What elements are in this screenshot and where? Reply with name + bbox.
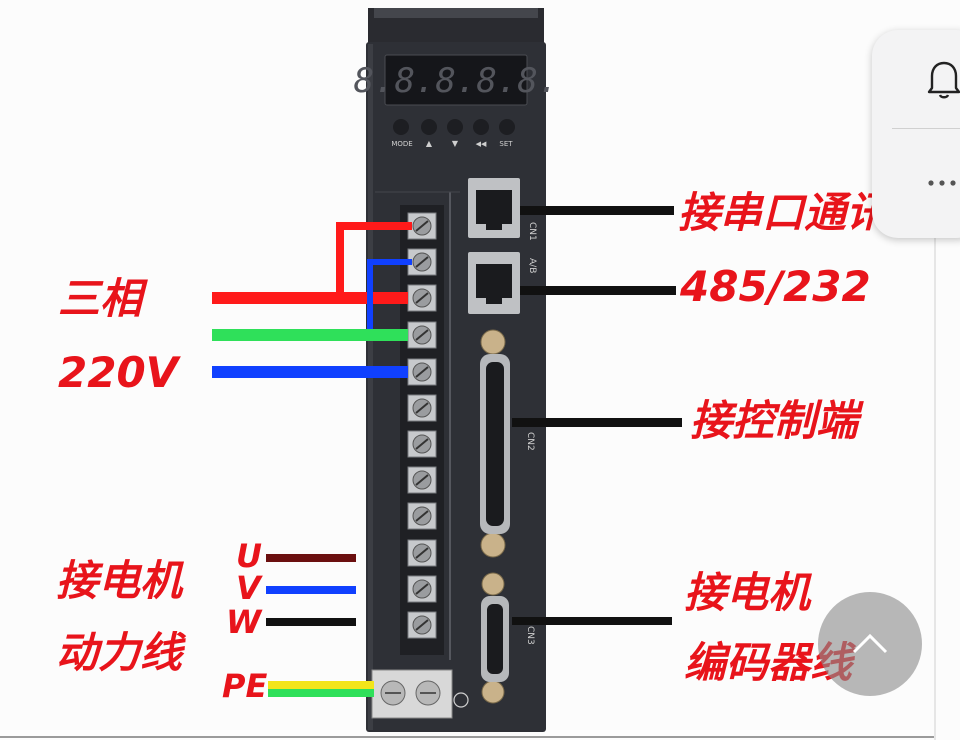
serial-comm-label: 接串口通讯 [678, 188, 889, 237]
chevron-up-icon [852, 633, 888, 654]
v-label: V [236, 569, 261, 607]
motor-power-label-line1: 接电机 [56, 556, 183, 605]
scroll-to-top-button[interactable] [818, 592, 922, 696]
screw-slot [415, 619, 429, 631]
screw-slot [415, 474, 429, 486]
cn3-connector [481, 572, 509, 704]
cn1-label: CN1 [527, 222, 537, 241]
cn2-label: CN2 [525, 432, 535, 451]
cn3-label: CN3 [525, 626, 535, 645]
up-button-label: ▲ [426, 139, 433, 148]
motor-wires [266, 554, 374, 697]
shift-button-label: ◀◀ [476, 140, 487, 148]
bell-icon[interactable] [924, 54, 960, 102]
button-row[interactable]: MODE ▲ ▼ ◀◀ SET [391, 119, 515, 148]
control-port-label: 接控制端 [690, 396, 859, 445]
screw-slot [415, 583, 429, 595]
screw-slot [415, 438, 429, 450]
panel-divider [892, 128, 960, 129]
cn2-connector [480, 329, 510, 558]
down-button-label: ▼ [452, 139, 459, 148]
floating-action-panel [872, 30, 960, 238]
screw-slot [415, 510, 429, 522]
rs485-232-label: 485/232 [680, 262, 871, 311]
motor-power-label-line2: 动力线 [56, 628, 183, 677]
terminal-screws [407, 212, 437, 639]
cn1-ports [468, 178, 520, 314]
screw-slot [415, 402, 429, 414]
led-display [384, 54, 528, 106]
screw-slot [415, 366, 429, 378]
cn1-ab-label: A/B [527, 258, 537, 273]
page-edge-rule [934, 238, 936, 740]
screw-slot [415, 329, 429, 341]
screw-slot [415, 292, 429, 304]
screw-slot [415, 547, 429, 559]
screw-slot [415, 220, 429, 232]
set-button-label: SET [499, 140, 513, 148]
voltage-label: 220V [58, 348, 179, 397]
screw-slot [415, 256, 429, 268]
u-label: U [236, 537, 262, 575]
more-dots-icon[interactable] [924, 176, 960, 190]
display-digits: 8.8.8.8.8. [354, 61, 559, 101]
encoder-label-line1: 接电机 [684, 568, 811, 617]
bottom-rule [0, 736, 934, 738]
servo-drive: 8.8.8.8.8. MODE ▲ ▼ ◀◀ SET [354, 8, 559, 732]
power-wires [212, 222, 412, 378]
pe-label: PE [222, 667, 268, 705]
mode-button-label: MODE [391, 140, 412, 148]
three-phase-label: 三相 [58, 274, 143, 323]
pointer-lines [512, 206, 682, 625]
w-label: W [226, 603, 262, 641]
ground-icon [453, 692, 469, 708]
